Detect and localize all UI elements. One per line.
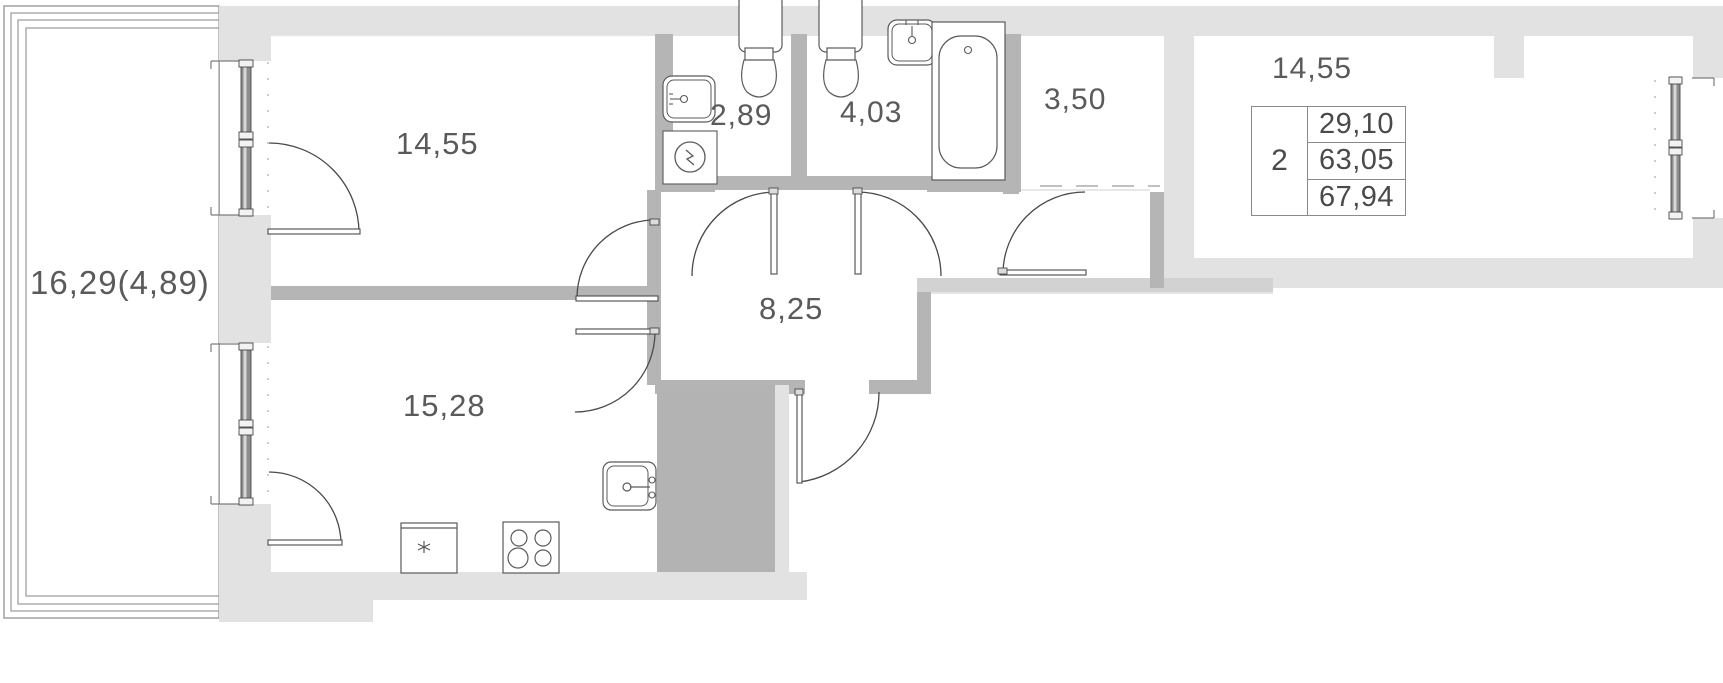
toilet-bathroom2 (818, 0, 863, 98)
bathtub (931, 21, 1006, 181)
interior-walls (271, 34, 1273, 394)
door-bathroom2 (852, 187, 942, 277)
info-total-area-label: 14,55 (1272, 52, 1353, 85)
kitchen-sink (602, 461, 657, 511)
door-bathroom1 (691, 187, 779, 277)
bedroom-upper-left-area-label: 14,55 (396, 126, 479, 161)
door-bedroom1 (267, 142, 361, 235)
hallway-corridor-area-label: 8,25 (759, 291, 824, 326)
washbasin-bathroom1 (662, 75, 716, 123)
door-closet (997, 185, 1160, 276)
info-areas-column: 29,10 63,05 67,94 (1308, 107, 1405, 215)
cooktop-stove (502, 521, 560, 574)
bathroom-main-area-label: 4,03 (840, 96, 903, 129)
bedroom-right-walls (1164, 6, 1723, 288)
info-living-area: 29,10 (1308, 107, 1405, 144)
ventilation-shaft (657, 385, 789, 572)
door-hall-left-lower (574, 327, 660, 413)
bathroom-wc-area-label: 2,89 (710, 99, 773, 132)
window-bedroom2-right (1654, 76, 1715, 220)
refrigerator (400, 522, 458, 574)
balcony-area-label: 16,29(4,89) (30, 264, 210, 301)
toilet-bathroom1 (738, 0, 783, 98)
window-bedroom1-balcony (210, 59, 269, 217)
door-entry (794, 388, 880, 484)
door-hall-left-upper (575, 218, 660, 302)
info-total-area: 63,05 (1308, 143, 1405, 180)
storage-closet-area-label: 3,50 (1044, 83, 1107, 116)
washbasin-bathroom2 (887, 19, 937, 66)
thin-detail-lines (271, 35, 1150, 191)
kitchen-living-area-label: 15,28 (403, 388, 486, 423)
washing-machine (662, 130, 718, 185)
window-kitchen-balcony (210, 342, 269, 506)
room-interiors (673, 36, 1150, 192)
apartment-info-table: 2 29,10 63,05 67,94 (1251, 106, 1406, 216)
door-kitchen (267, 471, 343, 546)
info-rooms-count: 2 (1252, 107, 1308, 215)
info-area-with-balcony: 67,94 (1318, 180, 1395, 213)
balcony-outline (3, 5, 220, 619)
